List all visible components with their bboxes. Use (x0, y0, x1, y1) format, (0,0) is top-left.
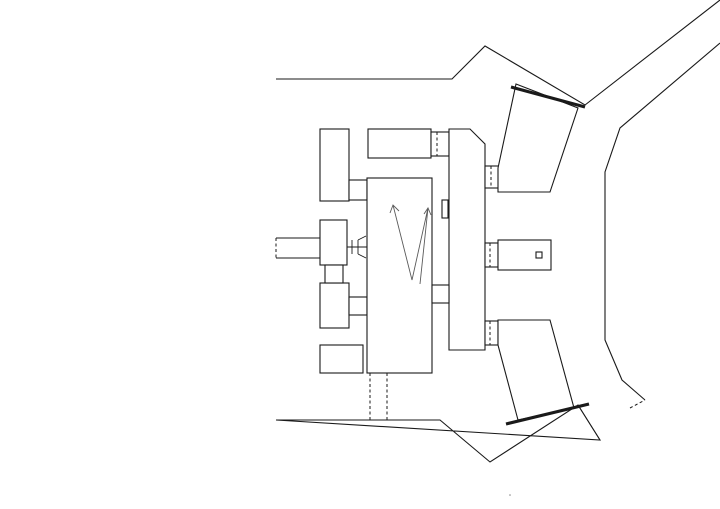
connector-casemate-lower (484, 320, 499, 346)
connector-entry-lower (324, 264, 344, 284)
connector-casemate-middle (484, 242, 499, 268)
embrasure-lower (505, 402, 590, 426)
gate-symbol (347, 235, 367, 259)
room-left-entry (319, 219, 348, 266)
casemate-middle-marker (535, 251, 543, 259)
gallery-niche (441, 199, 449, 219)
connector-left-upper (348, 179, 368, 201)
room-left-lower (319, 344, 364, 374)
room-top-right (367, 128, 432, 159)
ditch-edge-lower (577, 404, 601, 441)
connector-left-middle (348, 296, 368, 316)
scan-speck (509, 494, 511, 496)
vertical-gallery (448, 128, 486, 351)
casemate-lower (497, 319, 575, 421)
room-left-middle (319, 282, 350, 329)
embrasure-upper (510, 85, 586, 109)
casemate-upper (497, 83, 579, 193)
movement-arrows (389, 204, 432, 285)
connector-top-right (430, 131, 450, 157)
ditch-edge-dash (629, 399, 646, 409)
connector-hall-gallery (431, 284, 450, 304)
central-hall (366, 177, 433, 374)
casemate-middle (497, 239, 552, 271)
room-left-upper (319, 128, 350, 202)
